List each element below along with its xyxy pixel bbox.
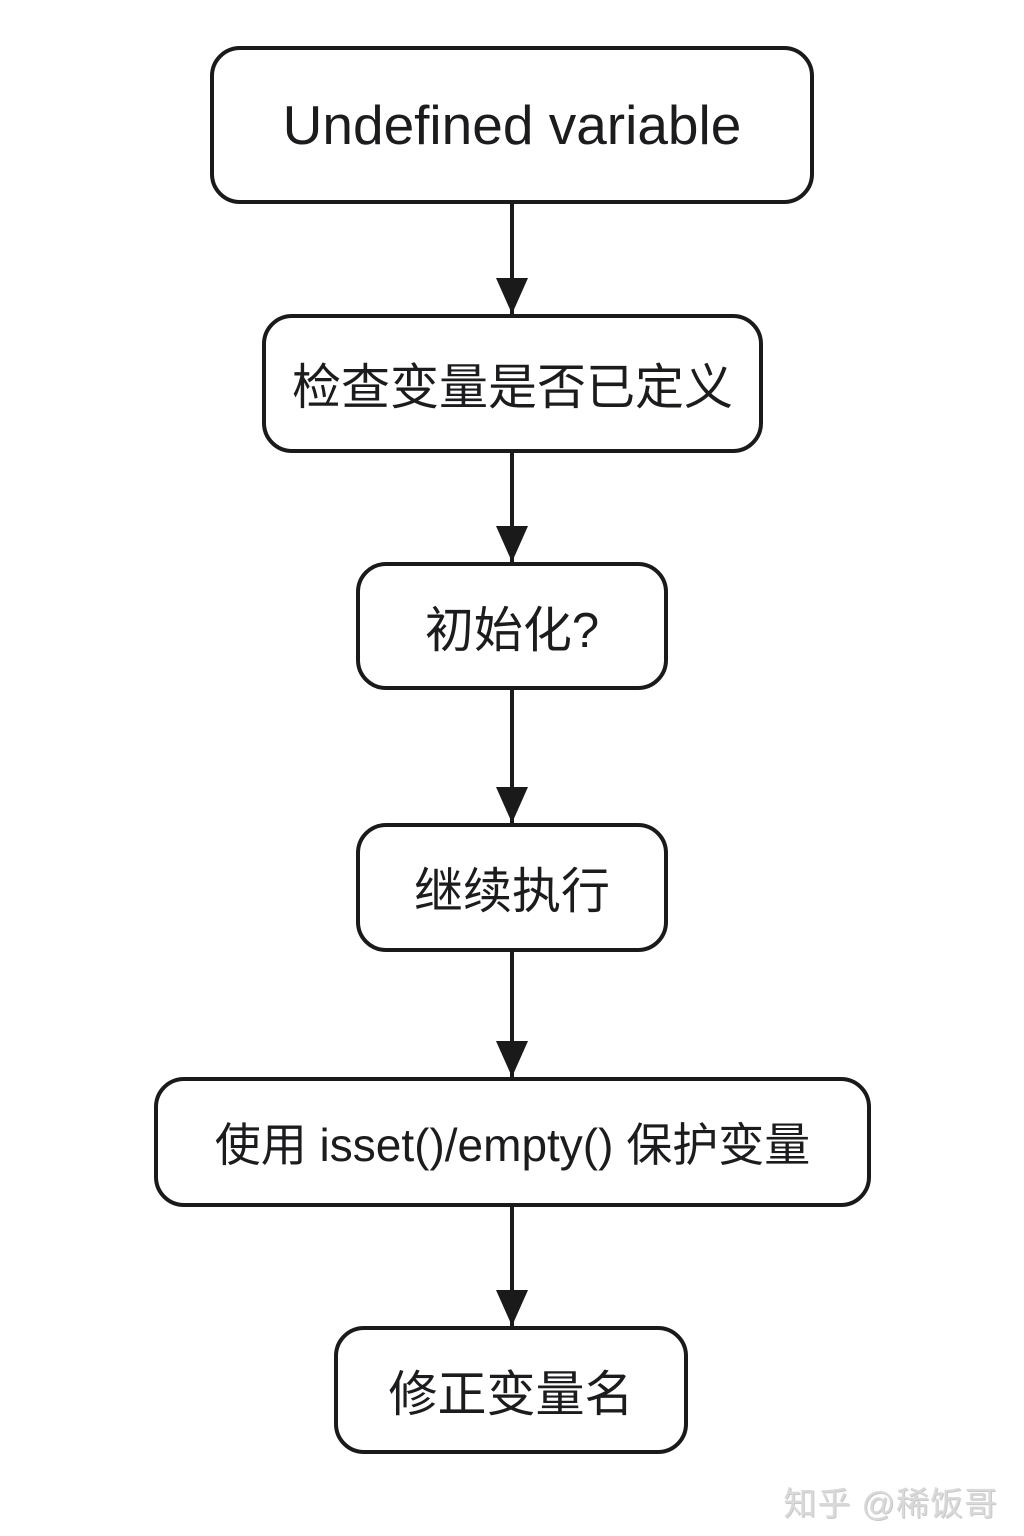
arrow-down-2 bbox=[510, 453, 514, 562]
arrow-down-3 bbox=[510, 690, 514, 823]
flow-node-fix-name: 修正变量名 bbox=[334, 1326, 688, 1454]
flow-node-label: 继续执行 bbox=[413, 865, 610, 919]
flow-node-label: Undefined variable bbox=[282, 94, 742, 156]
zhihu-watermark: 知乎 @稀饭哥 bbox=[783, 1485, 998, 1522]
arrow-down-4 bbox=[510, 952, 514, 1077]
flow-node-protect: 使用 isset()/empty() 保护变量 bbox=[154, 1077, 871, 1207]
flow-node-check-defined: 检查变量是否已定义 bbox=[262, 314, 763, 453]
flow-node-label: 修正变量名 bbox=[388, 1367, 634, 1422]
flow-node-continue: 继续执行 bbox=[356, 823, 668, 952]
flow-node-start: Undefined variable bbox=[210, 46, 814, 204]
flow-node-initialized: 初始化? bbox=[356, 562, 668, 690]
flow-node-label: 使用 isset()/empty() 保护变量 bbox=[214, 1119, 811, 1171]
arrow-down-5 bbox=[510, 1207, 514, 1326]
flow-node-label: 检查变量是否已定义 bbox=[291, 361, 733, 415]
arrow-down-1 bbox=[510, 204, 514, 314]
flow-node-label: 初始化? bbox=[424, 603, 600, 658]
